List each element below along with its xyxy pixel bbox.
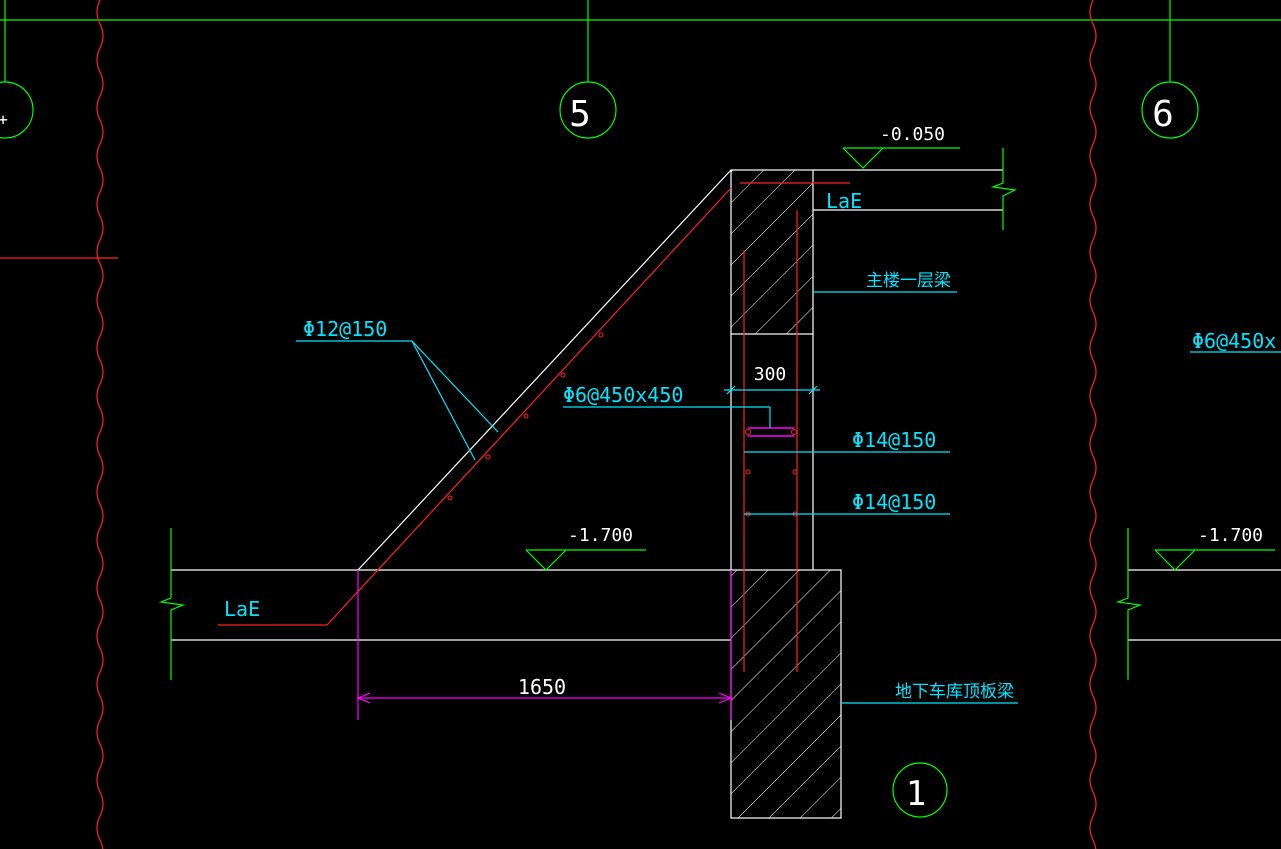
elevation-bottom-mid-label: -1.700 <box>568 525 633 546</box>
tie-rebar-leader <box>563 406 771 428</box>
axis-bubble-left <box>0 81 34 139</box>
right-cut-rebar-label: Φ6@450x <box>1192 329 1276 353</box>
break-line-left <box>96 0 104 849</box>
detail-bubble-label: 1 <box>906 774 926 814</box>
main-beam-label: 主楼一层梁 <box>866 271 951 291</box>
axis-bubble-5 <box>559 81 617 139</box>
break-line-right <box>1089 0 1097 849</box>
garage-beam-section <box>730 569 842 819</box>
axis-bubble-left-label: + <box>0 110 8 129</box>
garage-beam-label: 地下车库顶板梁 <box>895 682 1014 702</box>
right-slab-break <box>1115 528 1143 680</box>
axis-bubble-5-label: 5 <box>569 94 591 135</box>
detail-bubble <box>892 762 948 818</box>
wall-rebar-1-label: Φ14@150 <box>852 428 936 452</box>
axis-bubble-6 <box>1141 81 1199 139</box>
elevation-marker-bottom-mid <box>525 549 646 571</box>
axis-bubble-6-label: 6 <box>1152 94 1174 135</box>
slope-rebar <box>218 187 732 626</box>
dimension-horizontal-label: 1650 <box>518 675 566 699</box>
rebar-dots <box>447 332 798 517</box>
dimension-wall-width-label: 300 <box>754 364 787 385</box>
main-beam-section <box>730 169 814 335</box>
top-slab-break <box>990 148 1018 230</box>
tie-rebar-label: Φ6@450x450 <box>563 383 683 407</box>
elevation-bottom-right-label: -1.700 <box>1198 525 1263 546</box>
elevation-top-label: -0.050 <box>880 124 945 145</box>
elevation-marker-bottom-right <box>1154 549 1275 571</box>
lae-top-label: LaE <box>826 189 862 213</box>
slope-top-edge <box>357 169 732 571</box>
lae-bottom-label: LaE <box>224 597 260 621</box>
elevation-marker-top <box>842 147 960 169</box>
dimension-horizontal <box>356 570 733 720</box>
wall-rebar-2-label: Φ14@150 <box>852 490 936 514</box>
bottom-slab-break-left <box>158 528 186 680</box>
slope-rebar-label: Φ12@150 <box>303 317 387 341</box>
dimension-wall-width <box>724 385 820 395</box>
slope-rebar-leader <box>296 340 499 461</box>
